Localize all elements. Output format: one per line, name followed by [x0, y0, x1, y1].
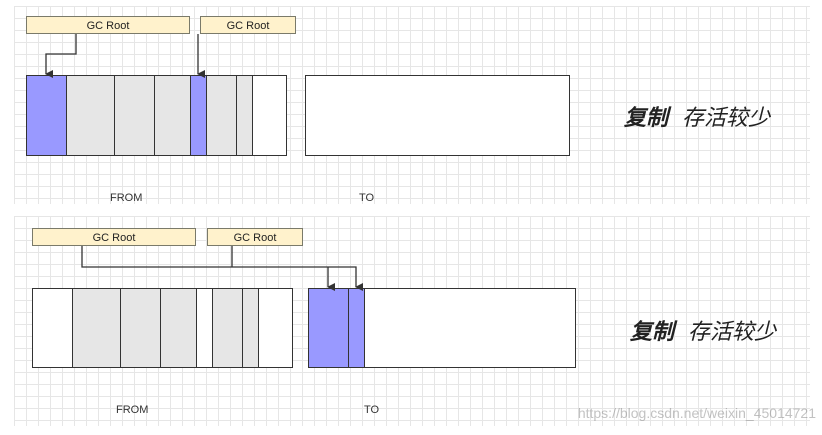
- from-space: [26, 75, 287, 156]
- to-label: TO: [364, 404, 380, 416]
- to-space: [308, 288, 576, 368]
- dead-object: [115, 76, 155, 155]
- caption: 复制存活较少: [630, 314, 776, 346]
- gc-root-label: GC Root: [226, 20, 270, 32]
- to-label: TO: [359, 192, 375, 204]
- dead-object: [161, 289, 197, 367]
- dead-object: [207, 76, 237, 155]
- dead-object: [243, 289, 259, 367]
- live-object: [191, 76, 207, 155]
- live-object: [27, 76, 67, 155]
- dead-object: [73, 289, 121, 367]
- gc-root-box-2: GC Root: [200, 16, 296, 34]
- freed-slot: [197, 289, 213, 367]
- dead-object: [121, 289, 161, 367]
- caption-copy: 复制: [630, 320, 675, 345]
- top-diagram-panel: GC Root GC Root FROM TO 复制存活较少: [14, 6, 810, 204]
- from-label: FROM: [110, 192, 143, 204]
- gc-root-box-2: GC Root: [207, 228, 303, 246]
- gc-root-label: GC Root: [92, 232, 136, 244]
- caption-copy: 复制: [624, 106, 669, 131]
- caption-survival: 存活较少: [688, 320, 777, 345]
- from-label: FROM: [116, 404, 149, 416]
- arrow-root1-to-live-object: [45, 34, 77, 78]
- dead-object: [237, 76, 253, 155]
- reference-line: [81, 246, 328, 268]
- bottom-diagram-panel: GC Root GC Root FROM TO 复制存活较少: [14, 216, 810, 426]
- gc-root-label: GC Root: [86, 20, 130, 32]
- freed-slot: [33, 289, 73, 367]
- gc-root-box-1: GC Root: [32, 228, 196, 246]
- gc-root-label: GC Root: [233, 232, 277, 244]
- to-space: [305, 75, 570, 156]
- dead-object: [67, 76, 115, 155]
- copied-live-object: [309, 289, 349, 367]
- caption: 复制存活较少: [624, 100, 770, 132]
- dead-object: [213, 289, 243, 367]
- dead-object: [155, 76, 191, 155]
- watermark: https://blog.csdn.net/weixin_45014721: [577, 405, 816, 421]
- arrow-to-copied-object-2: [328, 266, 363, 291]
- caption-survival: 存活较少: [682, 106, 771, 131]
- gc-root-box-1: GC Root: [26, 16, 190, 34]
- copied-live-object: [349, 289, 365, 367]
- from-space: [32, 288, 293, 368]
